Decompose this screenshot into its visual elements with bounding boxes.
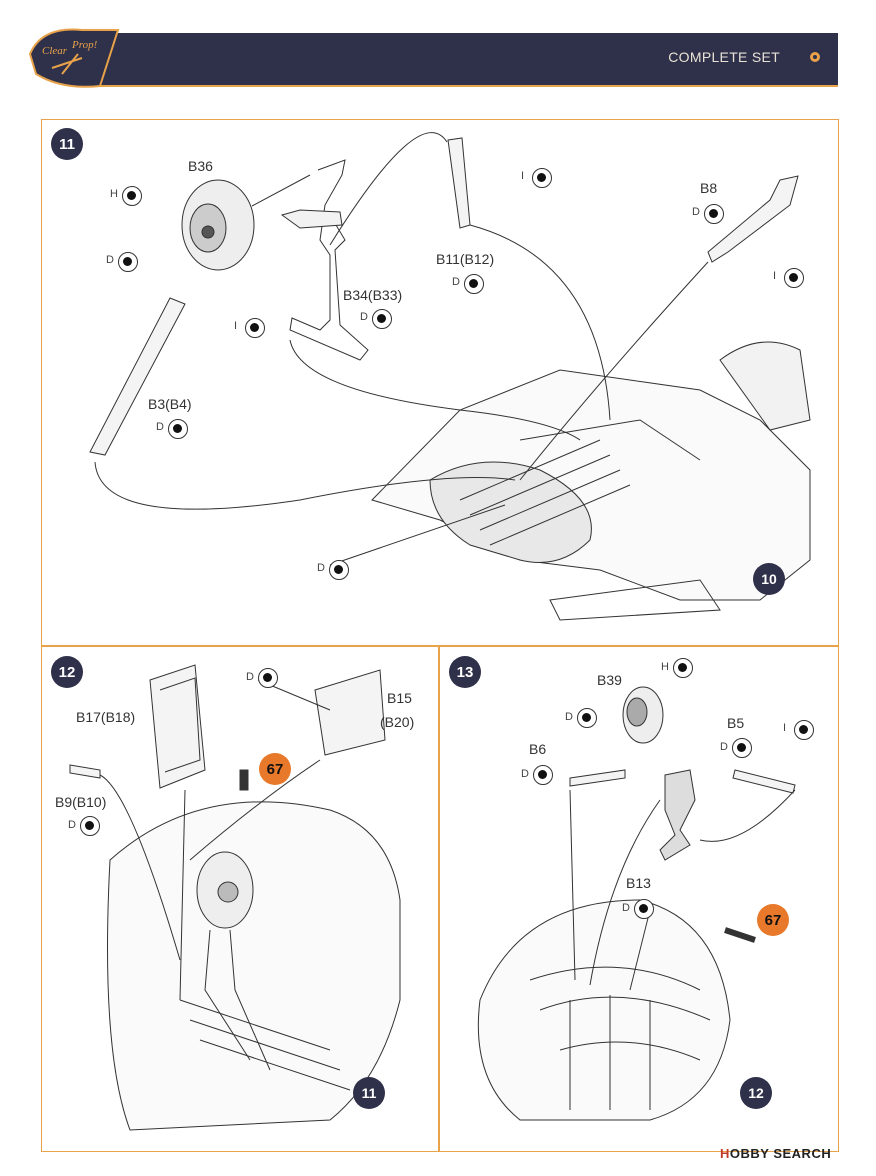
svg-text:Prop!: Prop!: [71, 39, 98, 51]
part-label-b13: B13: [626, 875, 651, 891]
d-callout-icon: [704, 204, 724, 224]
letter-i: I: [521, 170, 525, 182]
letter-i: I: [234, 320, 238, 332]
part-label-b17: B17(B18): [76, 709, 136, 725]
part-label-b34: B34(B33): [343, 287, 403, 303]
h-callout-icon: [673, 658, 693, 678]
letter-d: D: [565, 711, 573, 723]
d-callout-icon: [634, 899, 654, 919]
paint-badge-67: 67: [259, 753, 291, 785]
letter-i: I: [783, 722, 787, 734]
part-label-b8: B8: [700, 180, 718, 196]
d-callout-icon: [464, 274, 484, 294]
d-callout-icon: [533, 765, 553, 785]
i-callout-icon: [532, 168, 552, 188]
part-label-b11: B11(B12): [436, 251, 495, 267]
d-callout-icon: [329, 560, 349, 580]
part-label-b36: B36: [188, 158, 213, 174]
letter-h: H: [110, 188, 118, 200]
letter-d: D: [106, 254, 114, 266]
letter-h: H: [661, 661, 669, 673]
d-callout-icon: [258, 668, 278, 688]
header-bar: COMPLETE SET: [92, 33, 838, 87]
letter-d: D: [246, 671, 254, 683]
i-callout-icon: [784, 268, 804, 288]
d-callout-icon: [80, 816, 100, 836]
letter-i: I: [773, 270, 777, 282]
step-12-badge: 12: [51, 656, 83, 688]
step-12-panel: [41, 646, 439, 1152]
d-callout-icon: [577, 708, 597, 728]
paint-badge-67: 67: [757, 904, 789, 936]
part-label-b6: B6: [529, 741, 547, 757]
letter-d: D: [317, 562, 325, 574]
i-callout-icon: [245, 318, 265, 338]
clear-prop-logo: Clear Prop!: [28, 28, 120, 88]
part-label-b39: B39: [597, 672, 622, 688]
letter-d: D: [692, 206, 700, 218]
part-label-b9: B9(B10): [55, 794, 107, 810]
letter-d: D: [68, 819, 76, 831]
header-dot-icon: [810, 52, 820, 62]
step-13-badge: 13: [449, 656, 481, 688]
letter-d: D: [360, 311, 368, 323]
step-ref-badge-11: 11: [353, 1077, 385, 1109]
header-title: COMPLETE SET: [668, 49, 780, 65]
letter-d: D: [452, 276, 460, 288]
hobby-search-watermark: HOBBY SEARCH: [720, 1146, 832, 1161]
step-11-badge: 11: [51, 128, 83, 160]
letter-d: D: [622, 902, 630, 914]
part-label-b15: B15: [387, 690, 412, 706]
letter-d: D: [156, 421, 164, 433]
step-ref-badge-10: 10: [753, 563, 785, 595]
part-label-b20: (B20): [380, 714, 415, 730]
d-callout-icon: [372, 309, 392, 329]
d-callout-icon: [118, 252, 138, 272]
i-callout-icon: [794, 720, 814, 740]
d-callout-icon: [168, 419, 188, 439]
d-callout-icon: [732, 738, 752, 758]
step-11-panel: [41, 119, 839, 646]
letter-d: D: [521, 768, 529, 780]
letter-d: D: [720, 741, 728, 753]
step-13-panel: [439, 646, 839, 1152]
step-ref-badge-12: 12: [740, 1077, 772, 1109]
part-label-b3: B3(B4): [148, 396, 192, 412]
h-callout-icon: [122, 186, 142, 206]
svg-text:Clear: Clear: [42, 45, 68, 57]
part-label-b5: B5: [727, 715, 745, 731]
